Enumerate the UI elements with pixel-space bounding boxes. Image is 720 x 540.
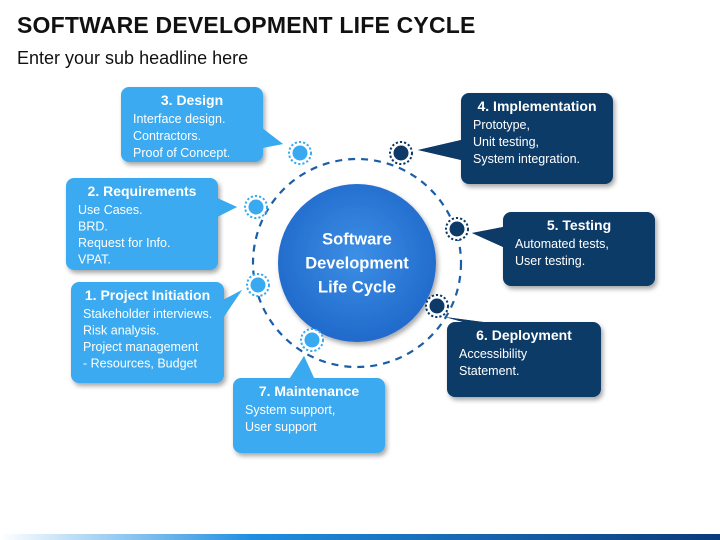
- callout-line: BRD.: [78, 220, 108, 234]
- page-title: SOFTWARE DEVELOPMENT LIFE CYCLE: [17, 12, 476, 38]
- center-label-line: Life Cycle: [318, 278, 396, 296]
- callout-line: Statement.: [459, 364, 519, 378]
- callout-box: [447, 322, 601, 397]
- callout-title: 7. Maintenance: [259, 383, 360, 399]
- cycle-node-requirements: [244, 195, 268, 219]
- cycle-node-testing: [445, 217, 469, 241]
- callout-line: Use Cases.: [78, 203, 143, 217]
- callout-title: 6. Deployment: [476, 327, 572, 343]
- callout-line: User testing.: [515, 254, 585, 268]
- callout-pointer-overlay: [472, 227, 503, 247]
- callout-pointer-overlay: [445, 317, 483, 322]
- callout-line: Stakeholder interviews.: [83, 307, 212, 321]
- callout-line: System support,: [245, 403, 335, 417]
- node-core: [248, 199, 264, 215]
- callout-title: 2. Requirements: [88, 183, 197, 199]
- callout-line: Prototype,: [473, 118, 530, 132]
- center-circle: [278, 184, 436, 342]
- callout-box: [71, 282, 224, 383]
- cycle-node-deployment: [425, 294, 449, 318]
- callout-line: Accessibility: [459, 347, 528, 361]
- callout-title: 3. Design: [161, 92, 223, 108]
- callout-pointer-overlay: [223, 290, 242, 318]
- callout-box: [66, 178, 218, 270]
- callout-line: Interface design.: [133, 112, 225, 126]
- cycle-node-maintenance: [300, 328, 324, 352]
- callout-box: [233, 378, 385, 453]
- callout-line: Proof of Concept.: [133, 146, 230, 160]
- callout-title: 5. Testing: [547, 217, 611, 233]
- callout-line: - Resources, Budget: [83, 357, 197, 371]
- callout-line: User support: [245, 420, 317, 434]
- callout-line: Project management: [83, 340, 199, 354]
- callout-line: Risk analysis.: [83, 324, 159, 338]
- cycle-node-design: [288, 141, 312, 165]
- callout-line: Automated tests,: [515, 237, 609, 251]
- callout-line: Unit testing,: [473, 135, 539, 149]
- node-core: [449, 221, 465, 237]
- callout-pointer-overlay: [262, 128, 283, 148]
- cycle-node-project-initiation: [246, 273, 270, 297]
- callout-box: [121, 87, 263, 162]
- node-core: [250, 277, 266, 293]
- callout-pointer-overlay: [217, 198, 237, 217]
- callout-line: VPAT.: [78, 253, 111, 267]
- footer-gradient-bar: [0, 534, 720, 540]
- dashed-cycle-ring: [251, 157, 463, 369]
- node-core: [292, 145, 308, 161]
- callout-title: 4. Implementation: [477, 98, 596, 114]
- center-label-line: Development: [305, 254, 409, 272]
- callout-box: [503, 212, 655, 286]
- callout-line: System integration.: [473, 152, 580, 166]
- node-core: [429, 298, 445, 314]
- page-subtitle: Enter your sub headline here: [17, 48, 249, 68]
- callout-line: Contractors.: [133, 129, 201, 143]
- callout-title: 1. Project Initiation: [85, 287, 210, 303]
- callout-box: [461, 93, 613, 184]
- callout-pointer-overlay: [418, 140, 461, 160]
- center-label-line: Software: [322, 230, 392, 248]
- node-core: [393, 145, 409, 161]
- callout-pointer-overlay: [290, 356, 314, 378]
- node-core: [304, 332, 320, 348]
- callout-line: Request for Info.: [78, 236, 170, 250]
- cycle-node-implementation: [389, 141, 413, 165]
